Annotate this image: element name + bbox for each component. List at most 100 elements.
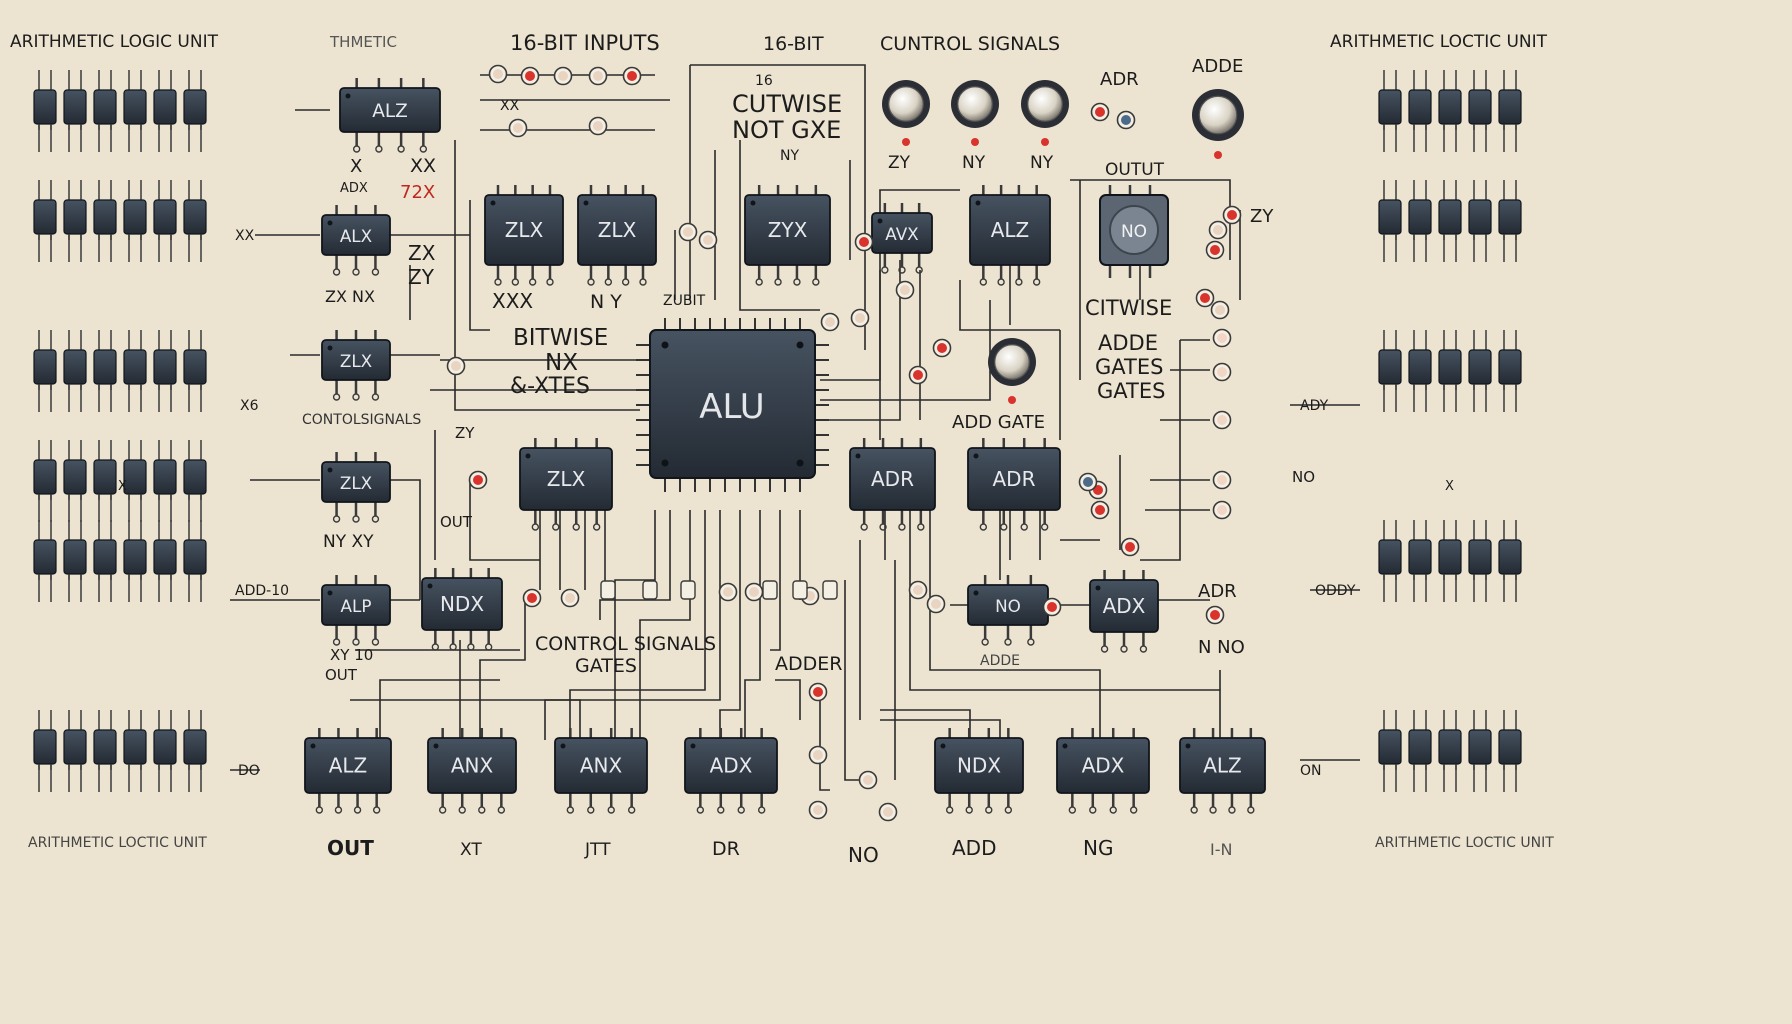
zy-mid-label: ZY [455,424,475,442]
side-transistor-arrays [33,70,1522,792]
ny-label-2: NY [1030,153,1054,173]
chip-b7: ALZ [1179,728,1266,814]
chip-label-r2: ADR [993,467,1036,491]
zy-top-label: ZY [888,153,911,173]
indicator-45 [878,802,898,822]
bottom-ng: NG [1083,836,1113,860]
indicator-37 [1205,605,1225,625]
indicator-12 [908,365,928,385]
bottom-out: OUT [327,836,374,860]
x6-side-label: X6 [240,398,259,414]
gates-label-3: GATES [575,655,637,677]
contolsignals-label: CONTOLSIGNALS [302,412,421,428]
capacitor-3 [762,580,778,600]
not-gxe-label: NOT GXE [732,116,841,144]
indicator-32 [1212,328,1232,348]
output-label: OUTUT [1105,160,1165,180]
indicators-layer [446,64,1244,822]
side-array-5 [33,710,207,792]
side-array-2 [33,330,207,412]
indicator-3 [588,66,608,86]
bottom-add: ADD [952,836,996,860]
chip-b5: NDX [934,728,1024,814]
zx-label: ZX [408,241,436,265]
indicator-41 [1116,110,1136,130]
xx-top-label: XX [500,98,520,114]
indicator-42 [808,682,828,702]
indicator-5 [508,118,528,138]
labels-layer: ARITHMETIC LOGIC UNIT THMETIC 16-BIT INP… [10,31,1554,867]
indicator-36 [1212,500,1232,520]
knob-1 [951,80,999,146]
chip-label-c1: ZLX [505,218,544,242]
bottom-in: I-N [1210,840,1232,859]
chip-label-r1: ADR [871,467,914,491]
chip-label-b2: ANX [451,754,494,778]
indicator-11 [895,280,915,300]
indicator-8 [678,222,698,242]
side-array-6 [1378,70,1522,152]
indicator-23 [926,594,946,614]
side-array-7 [1378,180,1522,262]
chip-b3: ANX [554,728,648,814]
indicator-26 [1090,500,1110,520]
chip-r3: NO [967,575,1049,646]
indicator-14 [854,232,874,252]
chip-label-m2: NDX [440,592,484,616]
bottom-jtt: JTT [584,840,611,860]
indicator-28 [1208,220,1228,240]
capacitor-1 [642,580,658,600]
xy-10-label: XY 10 [330,646,373,664]
title-16bit-inputs: 16-BIT INPUTS [510,31,660,55]
indicator-39 [1078,472,1098,492]
zubit-label: ZUBIT [663,293,706,309]
chip-label-b7: ALZ [1203,754,1242,778]
ny-y-label: N Y [590,291,622,313]
zy-right-label: ZY [1250,206,1274,227]
indicator-10 [850,308,870,328]
chip-b2: ANX [427,728,517,814]
adde-top-label: ADDE [1192,56,1243,77]
chip-t1: ALZ [339,78,441,153]
add10-side-label: ADD-10 [235,583,289,599]
chip-m2: NDX [421,568,503,651]
indicator-33 [1212,362,1232,382]
indicator-43 [808,745,828,765]
adr-right-label: ADR [1198,581,1237,602]
side-array-9 [1378,520,1522,602]
indicator-7 [698,230,718,250]
chip-label-t1: ALZ [372,101,408,122]
title-16bit: 16-BIT [763,33,824,55]
on-side-label: ON [1300,763,1322,779]
chip-label-c5: ALZ [991,218,1030,242]
control-signals-label: CONTROL SIGNALS [535,633,716,655]
citwise-label: CITWISE [1085,296,1172,320]
adde-small-label: ADDE [980,653,1020,669]
side-array-3 [33,440,207,522]
n-no-label: N NO [1198,637,1245,658]
title-control-signals: CUNTROL SIGNALS [880,33,1060,55]
ny-label-1: NY [962,153,986,173]
gates-label-2: GATES [1097,379,1165,403]
chip-b4: ADX [684,728,778,814]
indicator-40 [1090,102,1110,122]
indicator-17 [522,588,542,608]
zx-red-label: 72X [400,182,435,203]
no-block: NO [1099,185,1169,278]
xx-side-label: XX [235,228,255,244]
knob-0 [882,80,930,146]
chip-b1: ALZ [304,728,392,814]
indicator-20 [744,582,764,602]
side-array-4 [33,520,207,602]
indicator-35 [1212,470,1232,490]
indicator-19 [718,582,738,602]
zy-label: ZY [408,265,435,289]
chip-l2: ZLX [321,330,391,401]
indicator-9 [820,312,840,332]
no-right-label: NO [1292,468,1315,486]
chip-label-c3: ZYX [768,218,808,242]
add-gate-label: ADD GATE [952,412,1045,433]
knob-3 [1192,89,1244,159]
chip-label-b3: ANX [580,754,623,778]
